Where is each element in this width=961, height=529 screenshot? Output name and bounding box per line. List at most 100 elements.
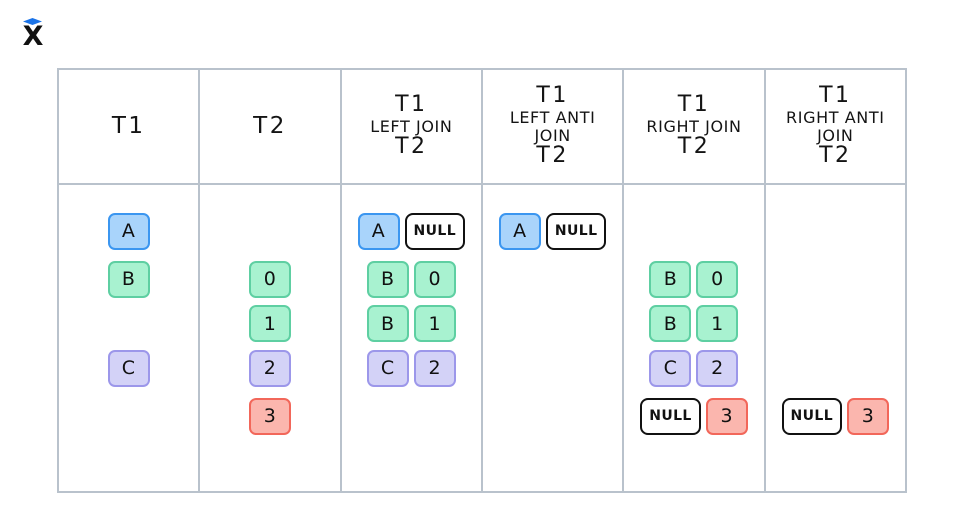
value-chip: B — [649, 305, 692, 342]
value-chip: 3 — [705, 397, 748, 435]
x-logo-icon: X — [22, 21, 44, 52]
header-line: T2 — [395, 134, 428, 160]
header-line: RIGHT JOIN — [646, 116, 742, 136]
table-row: B — [65, 255, 192, 303]
app-logo: X — [16, 14, 50, 54]
table-row: 2 — [206, 344, 333, 392]
table-row — [772, 207, 899, 255]
value-chip: B — [366, 260, 409, 298]
header-line: RIGHT ANTI — [786, 107, 885, 127]
value-chip: B — [366, 305, 409, 342]
value-chip: 3 — [847, 397, 890, 435]
header-line: T1 — [111, 112, 146, 139]
table-column-header-t2: T2 — [200, 70, 342, 183]
table-column-header-t1: T1 — [59, 70, 201, 183]
table-row — [772, 303, 899, 344]
table-row — [489, 303, 616, 344]
table-row — [772, 344, 899, 392]
value-chip: 1 — [413, 305, 456, 342]
null-chip: NULL — [404, 212, 466, 250]
value-chip: A — [107, 212, 150, 250]
null-chip: NULL — [781, 397, 843, 435]
value-chip: A — [498, 212, 541, 250]
header-line: LEFT ANTI — [509, 107, 596, 127]
value-chip: A — [357, 212, 400, 250]
value-chip: C — [649, 349, 692, 387]
value-chip: 0 — [696, 260, 739, 298]
header-cell-t2: T2 — [200, 70, 339, 183]
header-line: JOIN — [817, 125, 854, 145]
value-chip: 1 — [248, 305, 291, 342]
table-row: 1 — [206, 303, 333, 344]
header-line: LEFT JOIN — [370, 116, 453, 136]
null-chip: NULL — [640, 397, 701, 435]
null-chip: NULL — [545, 212, 607, 250]
value-chip: 0 — [413, 260, 456, 298]
diamond-icon — [23, 18, 42, 25]
header-cell-t1: T1 — [59, 70, 198, 183]
header-line: T1 — [819, 82, 852, 108]
value-chip: B — [107, 260, 150, 298]
table-row — [630, 207, 757, 255]
header-line: T2 — [253, 112, 287, 139]
table-row — [489, 255, 616, 303]
table-row — [65, 303, 192, 344]
value-chip: C — [366, 349, 409, 387]
table-row — [206, 207, 333, 255]
header-line: T1 — [677, 91, 711, 117]
table-row: A — [65, 207, 192, 255]
header-line: T1 — [536, 82, 569, 108]
table-row: 3 — [206, 392, 333, 440]
table-row — [489, 392, 616, 440]
value-chip: B — [649, 260, 692, 298]
value-chip: 2 — [413, 349, 456, 387]
value-chip: 2 — [696, 349, 739, 387]
header-line: T2 — [536, 143, 569, 169]
table-row — [489, 344, 616, 392]
table-row — [348, 392, 475, 440]
value-chip: 0 — [248, 260, 291, 298]
value-chip: 1 — [696, 305, 739, 342]
table-row — [65, 392, 192, 440]
table-row — [772, 255, 899, 303]
header-line: JOIN — [534, 125, 571, 145]
table-row: C — [65, 344, 192, 392]
value-chip: C — [107, 349, 150, 387]
header-line: T2 — [677, 134, 711, 160]
table-row: 0 — [206, 255, 333, 303]
header-line: T1 — [395, 91, 428, 117]
header-line: T2 — [819, 143, 852, 169]
